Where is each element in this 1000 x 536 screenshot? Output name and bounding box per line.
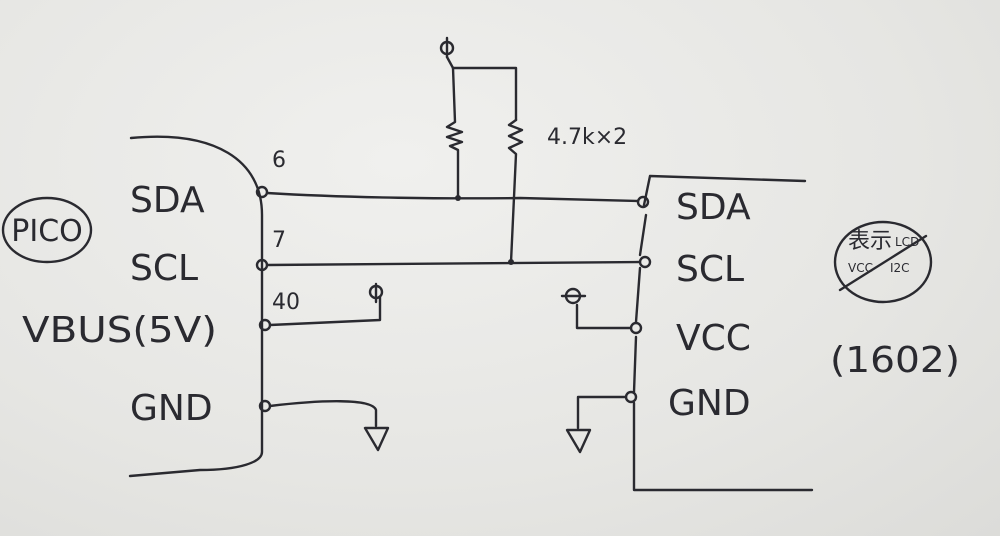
lcd-gnd-terminal [624, 390, 638, 404]
pico-sda-pin-number: 6 [272, 148, 286, 173]
lcd-sda-label: SDA [676, 187, 751, 228]
lcd-model-label: (1602) [830, 340, 960, 381]
sda-pullup-resistor [445, 66, 464, 200]
pullup-rail-wire [451, 66, 518, 122]
vbus-wire [268, 295, 382, 327]
lcd-ground-icon [565, 428, 592, 454]
lcd-stamp-text: 表示 LCD VCC I2C [848, 229, 919, 275]
pico-gnd-wire [268, 400, 378, 428]
sda-junction-dot [455, 195, 461, 201]
lcd-board-outline [632, 174, 814, 492]
scl-wire [265, 260, 642, 267]
pico-vbus-pin-number: 40 [272, 290, 300, 315]
lcd-gnd-wire [576, 395, 628, 430]
pico-badge-circle [1, 196, 93, 264]
scl-pullup-resistor [507, 118, 524, 264]
pico-board-outline [128, 135, 264, 478]
lcd-stamp-line-4: I2C [890, 261, 910, 275]
pico-ground-icon [363, 426, 390, 452]
lcd-stamp-line-3: VCC [848, 261, 873, 275]
lcd-stamp-line-2: LCD [895, 235, 919, 249]
lcd-vcc-terminal [629, 321, 643, 335]
lcd-vcc-wire [575, 303, 633, 330]
pico-vbus-label: VBUS(5V) [22, 310, 217, 351]
pico-scl-pin-number: 7 [272, 228, 286, 253]
lcd-scl-label: SCL [676, 249, 744, 290]
pico-scl-label: SCL [130, 248, 198, 289]
pico-gnd-label: GND [130, 388, 213, 429]
lcd-sda-terminal [636, 195, 650, 209]
lcd-gnd-label: GND [668, 383, 751, 424]
pico-sda-label: SDA [130, 180, 205, 221]
sda-wire [265, 191, 640, 203]
resistor-value-label: 4.7k×2 [547, 125, 627, 150]
lcd-stamp-line-1: 表示 [848, 229, 892, 254]
scl-junction-dot [508, 259, 514, 265]
lcd-stamp-circle [833, 220, 933, 304]
lcd-vcc-label: VCC [676, 318, 751, 359]
lcd-scl-terminal [638, 255, 652, 269]
pico-badge-text: PICO [11, 214, 83, 249]
